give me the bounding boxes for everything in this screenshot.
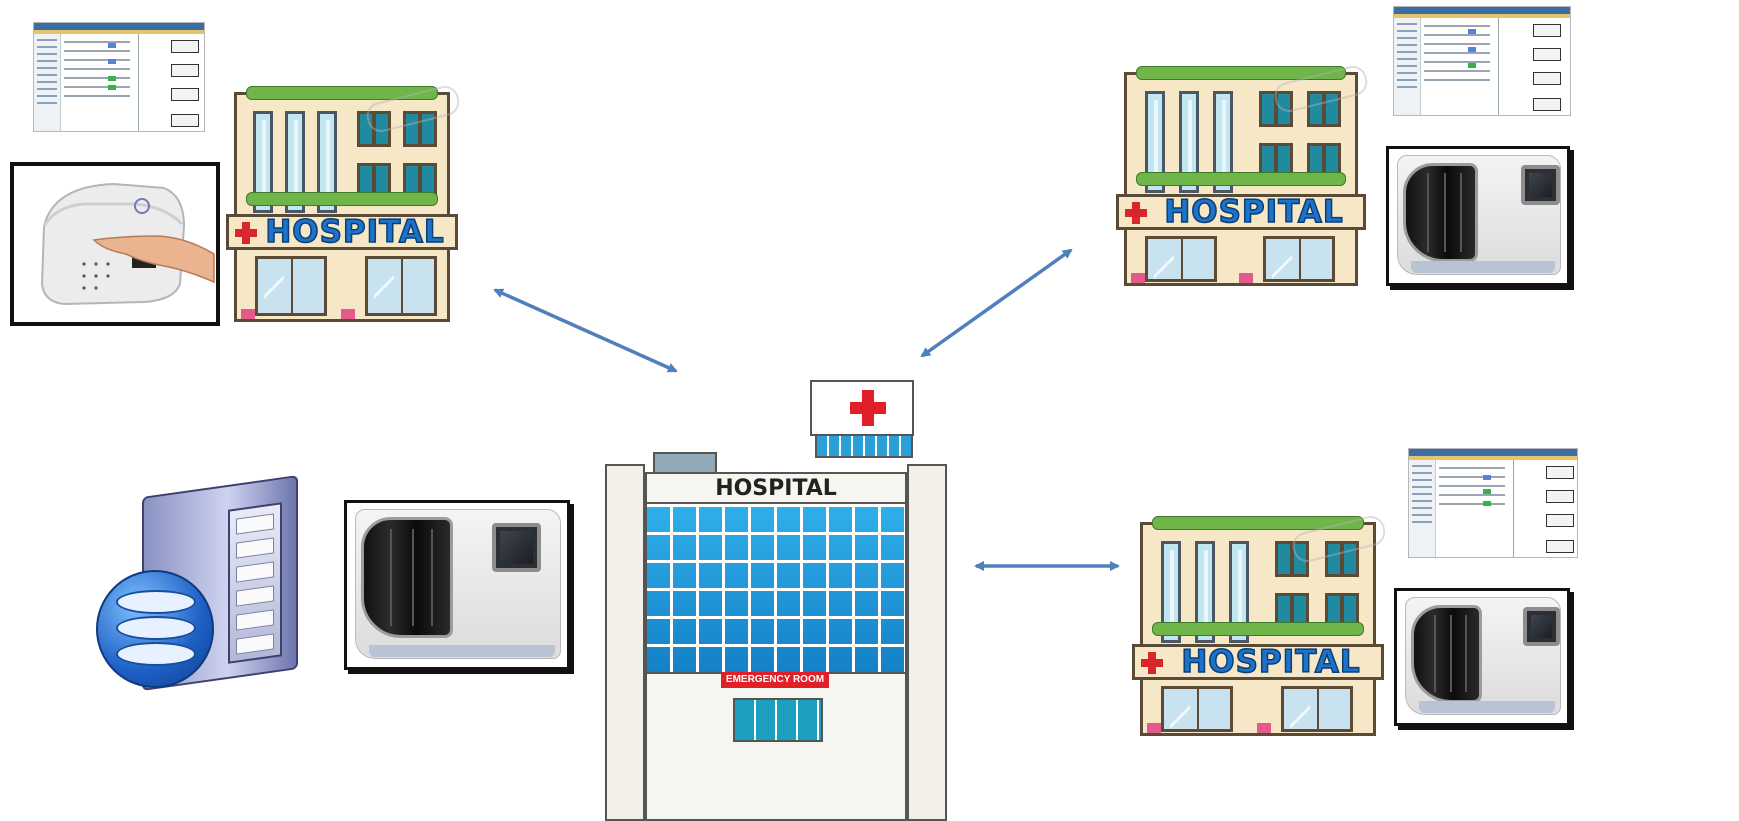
lab-analyzer-icon bbox=[1394, 588, 1570, 726]
server-database-icon bbox=[96, 475, 306, 691]
arrow-topleft-to-central bbox=[493, 288, 678, 373]
hospital-sign: HOSPITAL bbox=[1181, 643, 1361, 681]
red-cross-icon bbox=[850, 390, 886, 426]
lab-analyzer-icon bbox=[344, 500, 570, 670]
hospital-bottom-right: HOSPITAL bbox=[1132, 510, 1389, 739]
software-screenshot-icon bbox=[1408, 448, 1578, 558]
red-cross-icon bbox=[1125, 202, 1147, 224]
software-screenshot-icon bbox=[33, 22, 205, 132]
glass-facade bbox=[647, 502, 905, 674]
hospital-sign: HOSPITAL bbox=[1164, 193, 1344, 231]
hospital-top-left: HOSPITAL bbox=[226, 80, 463, 322]
hospital-sign: HOSPITAL bbox=[265, 213, 445, 251]
central-hospital: HOSPITAL EMERGENCY ROOM bbox=[605, 380, 947, 821]
emergency-room-banner: EMERGENCY ROOM bbox=[721, 672, 829, 688]
hospital-top-right: HOSPITAL bbox=[1116, 60, 1371, 289]
red-cross-icon bbox=[235, 222, 257, 244]
arrow-topright-to-central bbox=[920, 248, 1073, 358]
entrance-door bbox=[733, 698, 823, 742]
red-cross-icon bbox=[1141, 652, 1163, 674]
lab-analyzer-icon bbox=[1386, 146, 1570, 286]
software-screenshot-icon bbox=[1393, 6, 1571, 116]
hospital-sign: HOSPITAL bbox=[715, 476, 837, 501]
fingerprint-scanner-icon bbox=[10, 162, 220, 326]
